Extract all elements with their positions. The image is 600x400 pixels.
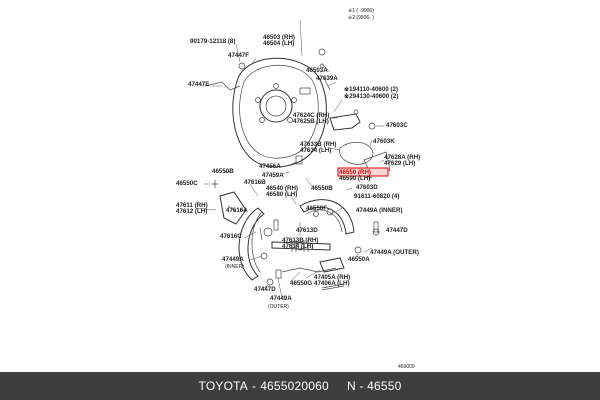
callout-c12: 47603C — [386, 122, 408, 129]
lower-spring-drawing — [281, 267, 337, 273]
callout-c13: 47633B (RH) — [300, 141, 336, 148]
callout-c21: 46550B — [311, 185, 333, 192]
backing-plate-drawing — [232, 57, 327, 168]
footer-part-number: 4655020060 — [260, 379, 329, 393]
callout-c30: 47611 (RH) — [176, 202, 208, 209]
callout-c15: 47603K — [373, 138, 395, 145]
highlighted-part-box — [337, 167, 389, 177]
callout-c42: 47449A — [222, 256, 244, 263]
parts-diagram-svg: ※1 ( -9906) ※2 (9906- ) — [176, 8, 420, 370]
callout-c35: 47613D — [296, 227, 318, 234]
callout-c38: 47613B (RH) — [282, 237, 318, 244]
spring-wire-drawing — [204, 81, 241, 91]
callout-c34: 47449A (INNER) — [356, 207, 403, 214]
diagram-id: 469009 — [398, 364, 415, 370]
callout-c18: 47456A — [259, 163, 281, 170]
callout-c02: 46503 (RH) — [263, 34, 295, 41]
callout-c37: 47616C — [220, 233, 242, 240]
callout-c40: 47449A (OUTER) — [370, 249, 419, 256]
callout-c05: 46503A — [306, 67, 328, 74]
callout-c19-highlighted[interactable]: 46550 (RH) — [339, 169, 371, 176]
callout-c06: 47447E — [188, 81, 209, 88]
footer-brand: TOYOTA — [198, 379, 248, 393]
callout-c07: 47639A — [316, 75, 338, 82]
callout-c28: 46550B — [212, 168, 234, 175]
callout-c17: 47629 (LH) — [384, 160, 415, 167]
callout-c14: 47634 (LH) — [300, 147, 331, 154]
callout-c45: 47406A (LH) — [314, 280, 350, 287]
callout-c44: 47405A (RH) — [314, 274, 350, 281]
callout-c49: (OUTER) — [268, 304, 289, 310]
callout-c33: 46550F — [306, 205, 327, 212]
callout-c27: 46580 (LH) — [266, 191, 297, 198]
footer-code: N - 46550 — [346, 379, 402, 393]
callout-c04: 47447F — [228, 52, 249, 59]
callout-c22: 47459A — [262, 172, 284, 179]
callout-c46: 47447D — [254, 286, 276, 293]
callout-c08: ※194110-40600 (2) — [344, 85, 398, 93]
callout-c43: (INNER) — [225, 264, 244, 270]
callout-c29: 91611-60820 (4) — [354, 193, 399, 200]
note-line-2: ※2 (9906- ) — [348, 15, 374, 21]
callout-c16: 47628A (RH) — [384, 154, 420, 161]
callout-c41: 46550A — [348, 256, 370, 263]
callout-c09: ※294130-40600 (2) — [344, 92, 398, 100]
footer-bar: TOYOTA - 4655020060 N - 46550 — [0, 372, 600, 400]
callout-c32: 47616A — [226, 207, 248, 214]
right-shoe-drawing — [299, 199, 355, 235]
callout-c36: 47447D — [386, 227, 408, 234]
callout-c11: 47625B (LH) — [293, 118, 329, 125]
callout-c26: 46540 (RH) — [266, 185, 298, 192]
callout-c24: 46550C — [176, 180, 198, 187]
parts-diagram: ※1 ( -9906) ※2 (9906- ) — [176, 8, 420, 370]
footer-separator: - — [251, 379, 257, 393]
callout-c25: 47616B — [244, 179, 266, 186]
left-lever-drawing — [219, 191, 247, 225]
parking-lever-drawing — [318, 48, 391, 177]
callout-c48: 47449A — [270, 295, 292, 302]
lower-bracket-drawing — [319, 257, 345, 273]
callout-c10: 47624C (RH) — [293, 112, 329, 119]
callout-c03: 46504 (LH) — [263, 40, 294, 47]
callout-c01: 90179-12118 (8) — [190, 38, 235, 45]
callout-c23: 47603D — [356, 184, 378, 191]
callout-c20: 46590 (LH) — [339, 175, 370, 182]
callout-c39: 47614 (LH) — [282, 243, 313, 250]
left-shoe-drawing — [238, 207, 273, 281]
callout-c47: 46550G — [290, 280, 312, 287]
callout-c31: 47612 (LH) — [176, 208, 207, 215]
note-line-1: ※1 ( -9906) — [348, 8, 374, 14]
